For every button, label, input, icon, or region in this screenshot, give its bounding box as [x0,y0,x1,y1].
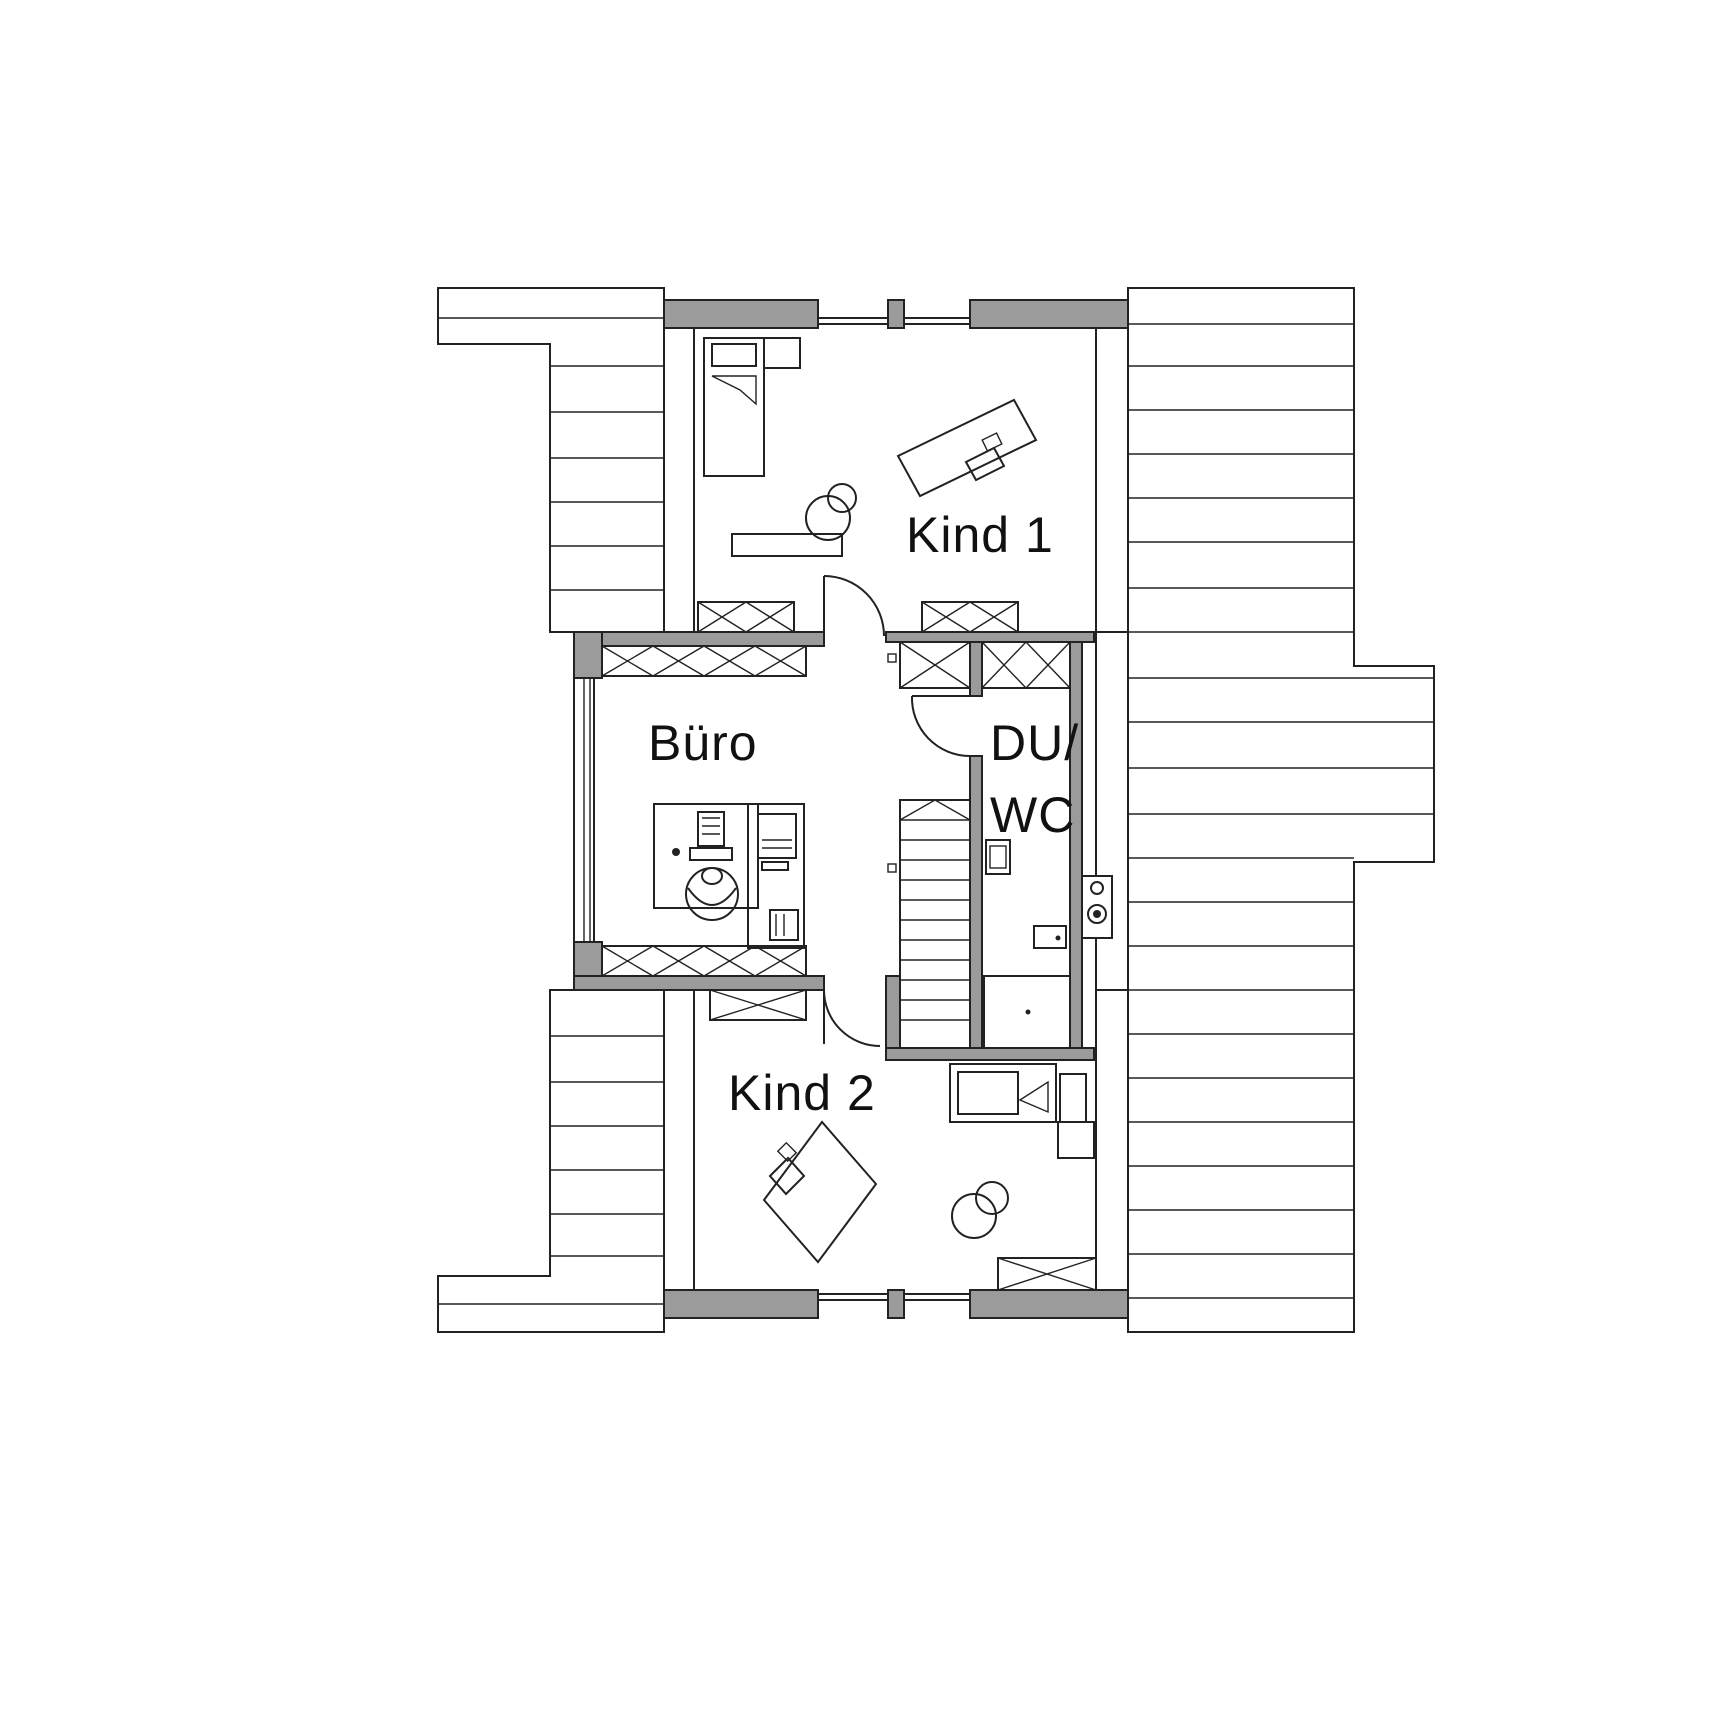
office-desk-icon [653,803,805,949]
interior-walls [885,631,1113,1061]
bed-icon [949,1063,1095,1159]
exterior-walls [573,299,1129,1319]
room-label-kind2: Kind 2 [728,1065,876,1121]
door-bathroom [910,695,971,757]
chair-icon [731,483,857,557]
roof-slope-right [1127,287,1435,1333]
room-label-wc: WC [990,787,1075,843]
room-label-du: DU/ [990,715,1079,771]
desk-icon [762,1120,878,1264]
wardrobe-icon [601,601,1097,1291]
room-label-kind1: Kind 1 [906,507,1054,563]
shower-icon [983,975,1071,1049]
room-label-buero: Büro [648,715,758,771]
washbasin-icon [985,839,1011,875]
desk-icon [896,398,1038,498]
door-kind1 [823,575,885,637]
bed-icon [703,337,801,477]
staircase-icon [887,653,971,1049]
chair-icon [951,1181,1009,1239]
roof-slope-left-lower [437,989,665,1333]
roof-slope-left-upper [437,287,665,633]
toilet-icon [1033,925,1067,949]
door-kind2 [823,989,881,1047]
